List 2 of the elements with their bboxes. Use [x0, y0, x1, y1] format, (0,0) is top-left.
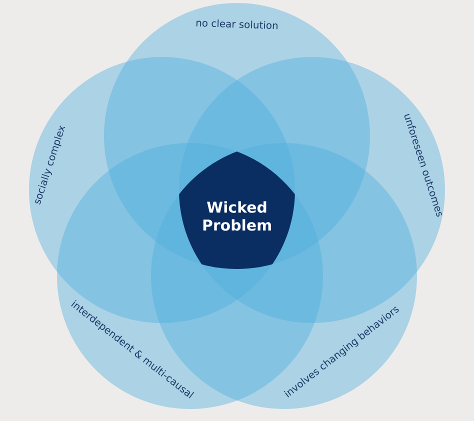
center-label: Wicked Problem — [203, 201, 271, 231]
circle-label: no clear solution — [196, 19, 278, 30]
